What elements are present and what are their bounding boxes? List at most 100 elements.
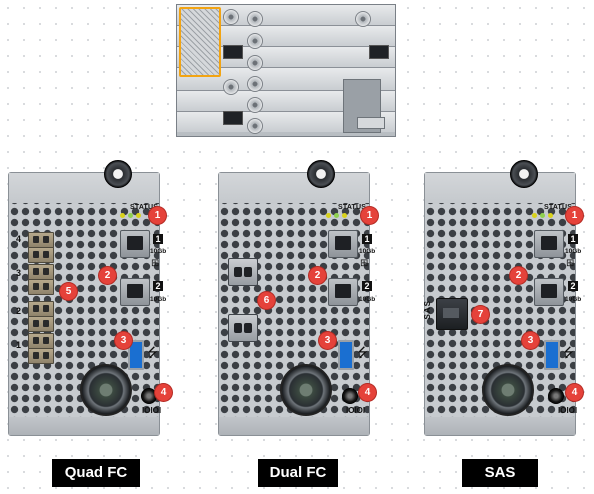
- reset-button[interactable]: [342, 388, 358, 404]
- port-number-1: 1: [362, 234, 372, 244]
- port-number-1: 1: [153, 234, 163, 244]
- ethernet-port-2: [328, 278, 358, 306]
- module-caption-sas: SAS: [462, 459, 538, 487]
- fc-port-4: [28, 247, 54, 263]
- status-led: [128, 213, 133, 218]
- status-label: STATUS: [130, 204, 159, 211]
- status-led: [342, 213, 347, 218]
- chassis-row: [177, 26, 395, 47]
- fan-icon: [247, 76, 263, 92]
- callout-badge-usb: 3: [522, 332, 539, 349]
- callout-badge-interface: 7: [472, 306, 489, 323]
- callout-badge-reset: 4: [155, 384, 172, 401]
- fan-icon: [223, 79, 239, 95]
- status-led: [136, 213, 141, 218]
- sas-port: [436, 298, 468, 330]
- fan-icon: [247, 97, 263, 113]
- callout-badge-ethernet: 2: [510, 267, 527, 284]
- ethernet-port-2: [120, 278, 150, 306]
- port-speed-label: 10Gb: [359, 248, 376, 255]
- callout-badge-reset: 4: [359, 384, 376, 401]
- power-inlet-icon: [223, 45, 243, 59]
- fan-icon: [223, 9, 239, 25]
- status-led: [532, 213, 537, 218]
- fc-port-number: 4: [16, 234, 22, 244]
- callout-badge-usb: 3: [115, 332, 132, 349]
- status-label: STATUS: [544, 204, 573, 211]
- reset-button[interactable]: [548, 388, 564, 404]
- ethernet-port-1: [328, 230, 358, 258]
- fan-icon: [482, 364, 534, 416]
- thumbscrew-icon: [510, 160, 538, 188]
- callout-badge-interface: 5: [60, 283, 77, 300]
- port-speed-label: 10Gb: [565, 248, 582, 255]
- sas-module: STATUS 1 1 10Gb ⊞ 2 10Gb 2 SAS 7 ⭍ 3 4 I…: [420, 160, 583, 440]
- fc-port-1: [228, 314, 258, 342]
- usb-icon: ⭍: [357, 346, 368, 361]
- chassis-label: [357, 117, 385, 129]
- fc-port-4: [28, 232, 54, 248]
- port-number-1: 1: [568, 234, 578, 244]
- port-number-2: 2: [568, 281, 578, 291]
- status-led: [120, 213, 125, 218]
- port-number-2: 2: [362, 281, 372, 291]
- fc-port-2: [28, 301, 54, 317]
- callout-badge-status: 1: [361, 207, 378, 224]
- callout-badge-status: 1: [566, 207, 583, 224]
- sas-port-label: SAS: [423, 300, 432, 320]
- module-caption-dual-fc: Dual FC: [258, 459, 338, 487]
- usb-icon: ⭍: [147, 346, 158, 361]
- thumbscrew-icon: [104, 160, 132, 188]
- usb-port: [128, 340, 144, 370]
- serial-port-label: IOIOI: [558, 406, 578, 415]
- status-led: [548, 213, 553, 218]
- fc-port-2: [28, 316, 54, 332]
- usb-icon: ⭍: [563, 346, 574, 361]
- fan-icon: [355, 11, 371, 27]
- ethernet-port-1: [534, 230, 564, 258]
- quad-fc-module: STATUS 1 1 10Gb ⊞ 2 10Gb 2 4 3 2 1 5 ⭍ 3…: [4, 160, 172, 440]
- fan-icon: [280, 364, 332, 416]
- fc-port-1: [28, 348, 54, 364]
- status-led: [326, 213, 331, 218]
- port-speed-label: 10Gb: [150, 248, 167, 255]
- status-led: [540, 213, 545, 218]
- fc-port-number: 2: [16, 306, 22, 316]
- fc-port-number: 3: [16, 268, 22, 278]
- status-led: [334, 213, 339, 218]
- fc-port-2: [228, 258, 258, 286]
- callout-badge-usb: 3: [319, 332, 336, 349]
- fan-icon: [247, 11, 263, 27]
- chassis-row: [177, 91, 395, 112]
- usb-port: [338, 340, 354, 370]
- serial-port-label: IOIOI: [142, 406, 162, 415]
- callout-badge-interface: 6: [258, 292, 275, 309]
- port-speed-label: 10Gb: [359, 296, 376, 303]
- library-chassis-image: [176, 4, 396, 137]
- fan-icon: [247, 55, 263, 71]
- power-inlet-icon: [223, 111, 243, 125]
- fan-icon: [247, 118, 263, 134]
- callout-badge-ethernet: 2: [99, 267, 116, 284]
- status-label: STATUS: [338, 204, 367, 211]
- port-number-2: 2: [153, 281, 163, 291]
- port-speed-label: 10Gb: [150, 296, 167, 303]
- network-icon: ⊞: [360, 258, 369, 269]
- dual-fc-module: STATUS 1 1 10Gb ⊞ 2 10Gb 2 6 ⭍ 3 4 IOIOI: [214, 160, 378, 440]
- callout-badge-ethernet: 2: [309, 267, 326, 284]
- module-caption-quad-fc: Quad FC: [52, 459, 140, 487]
- ethernet-port-2: [534, 278, 564, 306]
- usb-port: [544, 340, 560, 370]
- fc-port-number: 1: [16, 340, 22, 350]
- serial-port-label: IOIOI: [346, 406, 366, 415]
- callout-badge-status: 1: [149, 207, 166, 224]
- fc-port-1: [28, 333, 54, 349]
- network-icon: ⊞: [151, 258, 160, 269]
- power-inlet-icon: [369, 45, 389, 59]
- fan-icon: [247, 33, 263, 49]
- fc-port-3: [28, 279, 54, 295]
- highlighted-module-bay: [179, 7, 221, 77]
- port-speed-label: 10Gb: [565, 296, 582, 303]
- fc-port-3: [28, 264, 54, 280]
- callout-badge-reset: 4: [566, 384, 583, 401]
